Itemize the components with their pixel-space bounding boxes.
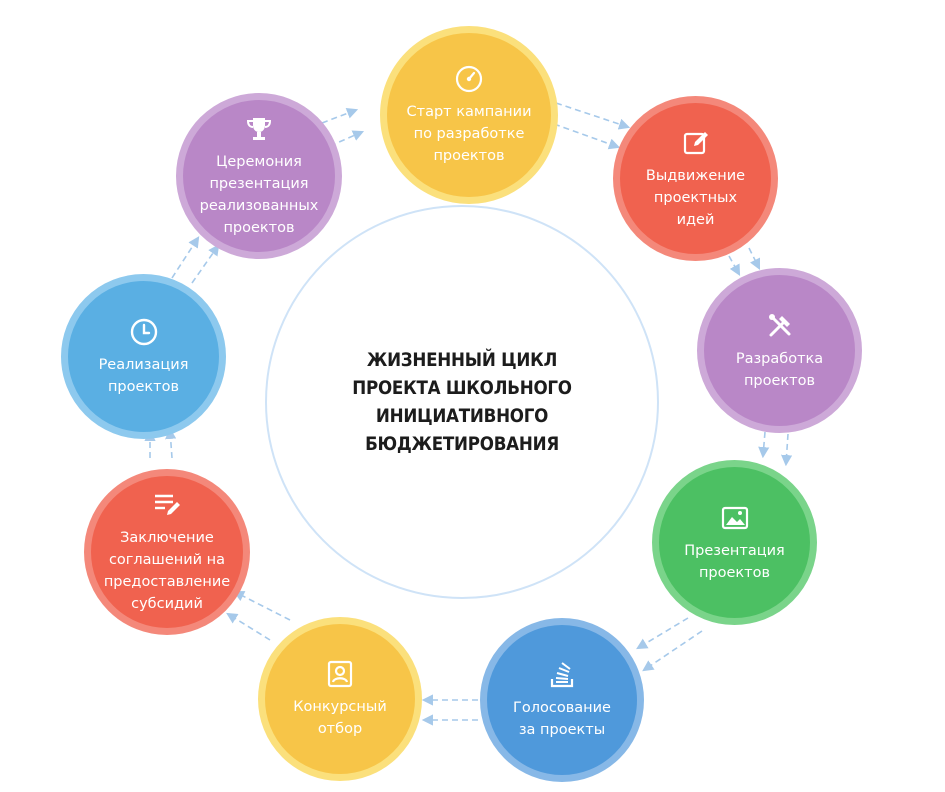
arrow-7-8b xyxy=(165,427,177,459)
stage-ceremony: Церемония презентация реализованных прое… xyxy=(176,93,342,259)
stage-label: Разработка проектов xyxy=(735,350,824,389)
arrow-1-2a xyxy=(555,102,631,130)
stage-label: Выдвижение проектных идей xyxy=(645,167,746,228)
edit-icon xyxy=(683,131,708,154)
arrow-6-7b xyxy=(226,612,271,641)
stage-presentation: Презентация проектов xyxy=(652,460,817,625)
arrow-3-4b xyxy=(781,433,793,467)
gauge-icon xyxy=(455,65,483,93)
arrow-2-3b xyxy=(748,247,761,271)
notes-icon xyxy=(155,494,180,515)
stage-label: Конкурсный отбор xyxy=(293,699,387,737)
trophy-icon xyxy=(246,118,272,140)
stage-subsidy-agreements: Заключение соглашений на предоставление … xyxy=(84,469,250,635)
stage-competitive-selection: Конкурсный отбор xyxy=(258,617,422,781)
diagram-title: ЖИЗНЕННЫЙ ЦИКЛ ПРОЕКТА ШКОЛЬНОГО ИНИЦИАТ… xyxy=(352,349,572,455)
center-circle: ЖИЗНЕННЫЙ ЦИКЛ ПРОЕКТА ШКОЛЬНОГО ИНИЦИАТ… xyxy=(265,205,659,599)
tools-icon xyxy=(768,313,790,336)
clock-icon xyxy=(130,318,157,345)
stage-idea-proposal: Выдвижение проектных идей xyxy=(613,96,778,261)
arrow-6-7a xyxy=(233,590,291,621)
stage-label: Реализация проектов xyxy=(98,356,189,395)
arrow-4-5a xyxy=(636,617,689,650)
image-icon xyxy=(721,506,748,529)
stage-label: Старт кампании по разработке проектов xyxy=(406,104,532,164)
arrow-4-5b xyxy=(642,630,703,672)
stage-implementation: Реализация проектов xyxy=(61,274,226,439)
stage-campaign-start: Старт кампании по разработке проектов xyxy=(380,26,558,204)
arrow-9-1a xyxy=(321,107,359,124)
arrow-2-3a xyxy=(728,255,741,276)
arrow-3-4a xyxy=(758,431,770,459)
stage-label: Церемония презентация реализованных прое… xyxy=(199,154,319,236)
arrow-8-9a xyxy=(171,236,200,279)
stage-label: Заключение соглашений на предоставление … xyxy=(103,530,231,612)
stage-voting: Голосование за проекты xyxy=(480,618,644,782)
stage-label: Презентация проектов xyxy=(684,542,785,581)
stack-icon xyxy=(550,662,574,688)
arrow-1-2b xyxy=(553,123,621,150)
stage-label: Голосование за проекты xyxy=(513,700,611,738)
stage-project-development: Разработка проектов xyxy=(697,268,862,433)
contact-icon xyxy=(327,660,353,688)
arrow-8-9b xyxy=(191,244,220,284)
